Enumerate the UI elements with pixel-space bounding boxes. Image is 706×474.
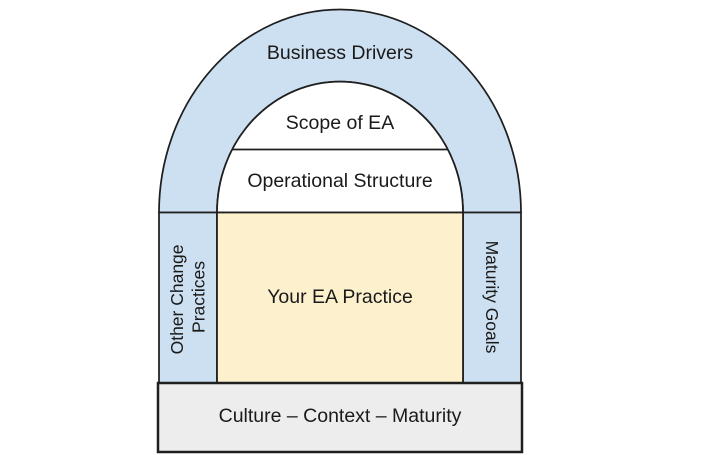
business-drivers-label: Business Drivers [267, 42, 414, 64]
left-pillar-label: Other Change Practices [167, 240, 209, 355]
scope-of-ea-label: Scope of EA [286, 112, 394, 134]
left-pillar-label-line2: Practices [189, 261, 209, 333]
inner-dome [216, 80, 464, 214]
ea-practice-box [216, 211, 464, 384]
foundation-bar [156, 381, 524, 454]
ea-practice-label: Your EA Practice [267, 286, 413, 308]
left-pillar [158, 211, 218, 384]
operational-structure-label: Operational Structure [247, 170, 432, 192]
foundation-bar-label: Culture – Context – Maturity [219, 405, 462, 427]
right-pillar-label: Maturity Goals [482, 241, 502, 354]
left-pillar-label-line1: Other Change [167, 244, 187, 354]
